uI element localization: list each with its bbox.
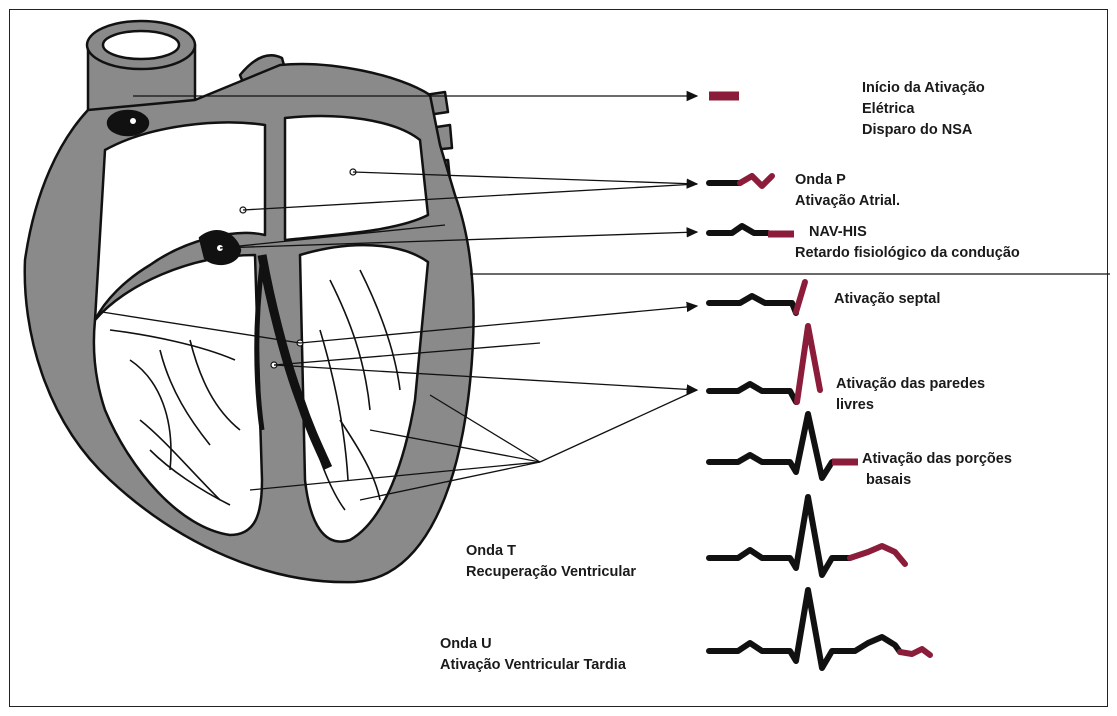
label-line: Ativação das paredes bbox=[836, 374, 985, 395]
ecg-basal bbox=[709, 414, 858, 478]
ecg-p-wave bbox=[709, 176, 772, 186]
label-line: Ativação das porções bbox=[862, 449, 1012, 470]
ecg-av-his bbox=[709, 226, 794, 234]
label-line: livres bbox=[836, 395, 985, 416]
label-free-walls: Ativação das paredes livres bbox=[836, 374, 985, 416]
label-p-wave: Onda P Ativação Atrial. bbox=[795, 170, 900, 212]
label-line: Onda U bbox=[440, 634, 626, 655]
label-line: basais bbox=[862, 470, 1012, 491]
label-t-wave: Onda T Recuperação Ventricular bbox=[466, 541, 636, 583]
label-line: Onda P bbox=[795, 170, 900, 191]
left-atrium bbox=[285, 116, 428, 240]
label-line: Onda T bbox=[466, 541, 636, 562]
ecg-u-wave bbox=[709, 590, 930, 668]
label-line: Ativação Ventricular Tardia bbox=[440, 655, 626, 676]
label-septal: Ativação septal bbox=[834, 289, 940, 310]
label-basal: Ativação das porções basais bbox=[862, 449, 1012, 491]
ecg-free-walls bbox=[709, 326, 820, 402]
heart-illustration bbox=[25, 21, 474, 582]
label-line: Disparo do NSA bbox=[862, 120, 985, 141]
ecg-septal bbox=[709, 282, 805, 313]
label-line: NAV-HIS bbox=[795, 222, 1020, 243]
label-av-his: NAV-HIS Retardo fisiológico da condução bbox=[795, 222, 1020, 264]
label-line: Retardo fisiológico da condução bbox=[795, 243, 1020, 264]
label-line: Ativação Atrial. bbox=[795, 191, 900, 212]
right-ventricle bbox=[94, 255, 262, 535]
label-line: Ativação septal bbox=[834, 289, 940, 310]
label-sa-start: Início da Ativação Elétrica Disparo do N… bbox=[862, 78, 985, 141]
sa-node bbox=[108, 111, 148, 135]
label-line: Recuperação Ventricular bbox=[466, 562, 636, 583]
ecg-t-wave bbox=[709, 497, 905, 575]
label-line: Início da Ativação bbox=[862, 78, 985, 99]
label-line: Elétrica bbox=[862, 99, 985, 120]
label-u-wave: Onda U Ativação Ventricular Tardia bbox=[440, 634, 626, 676]
